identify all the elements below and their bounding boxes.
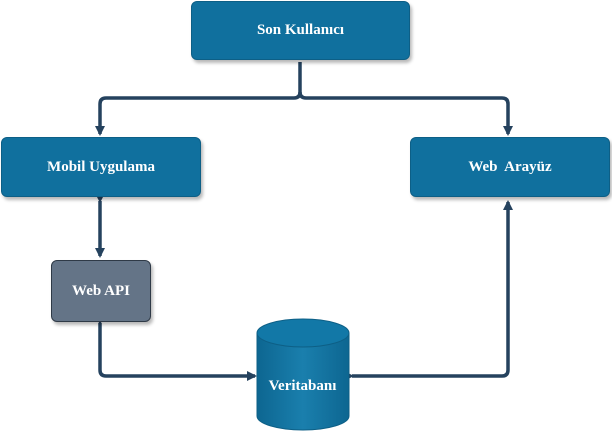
- node-veritabani-text: Veritabanı: [268, 377, 337, 394]
- edge-son-kullanici-to-mobil-uygulama: [95, 62, 302, 136]
- edge-veritabani-web-arayuz: [344, 200, 513, 381]
- node-son-kullanici: Son Kullanıcı: [191, 1, 410, 60]
- database-cylinder-icon: [256, 318, 350, 431]
- edge-web-api-veritabani: [95, 315, 257, 381]
- node-mobil-uygulama: Mobil Uygulama: [1, 137, 201, 197]
- node-web-api-label: Web API: [72, 282, 130, 299]
- node-veritabani-label: Veritabanı: [255, 368, 350, 404]
- node-mobil-uygulama-label: Mobil Uygulama: [47, 158, 155, 175]
- node-web-arayuz: Web Arayüz: [410, 137, 610, 197]
- node-son-kullanici-label: Son Kullanıcı: [256, 22, 345, 38]
- node-web-api: Web API: [51, 260, 151, 322]
- node-web-arayuz-label: Web Arayüz: [468, 158, 552, 175]
- edge-son-kullanici-to-web-arayuz: [298, 91, 513, 136]
